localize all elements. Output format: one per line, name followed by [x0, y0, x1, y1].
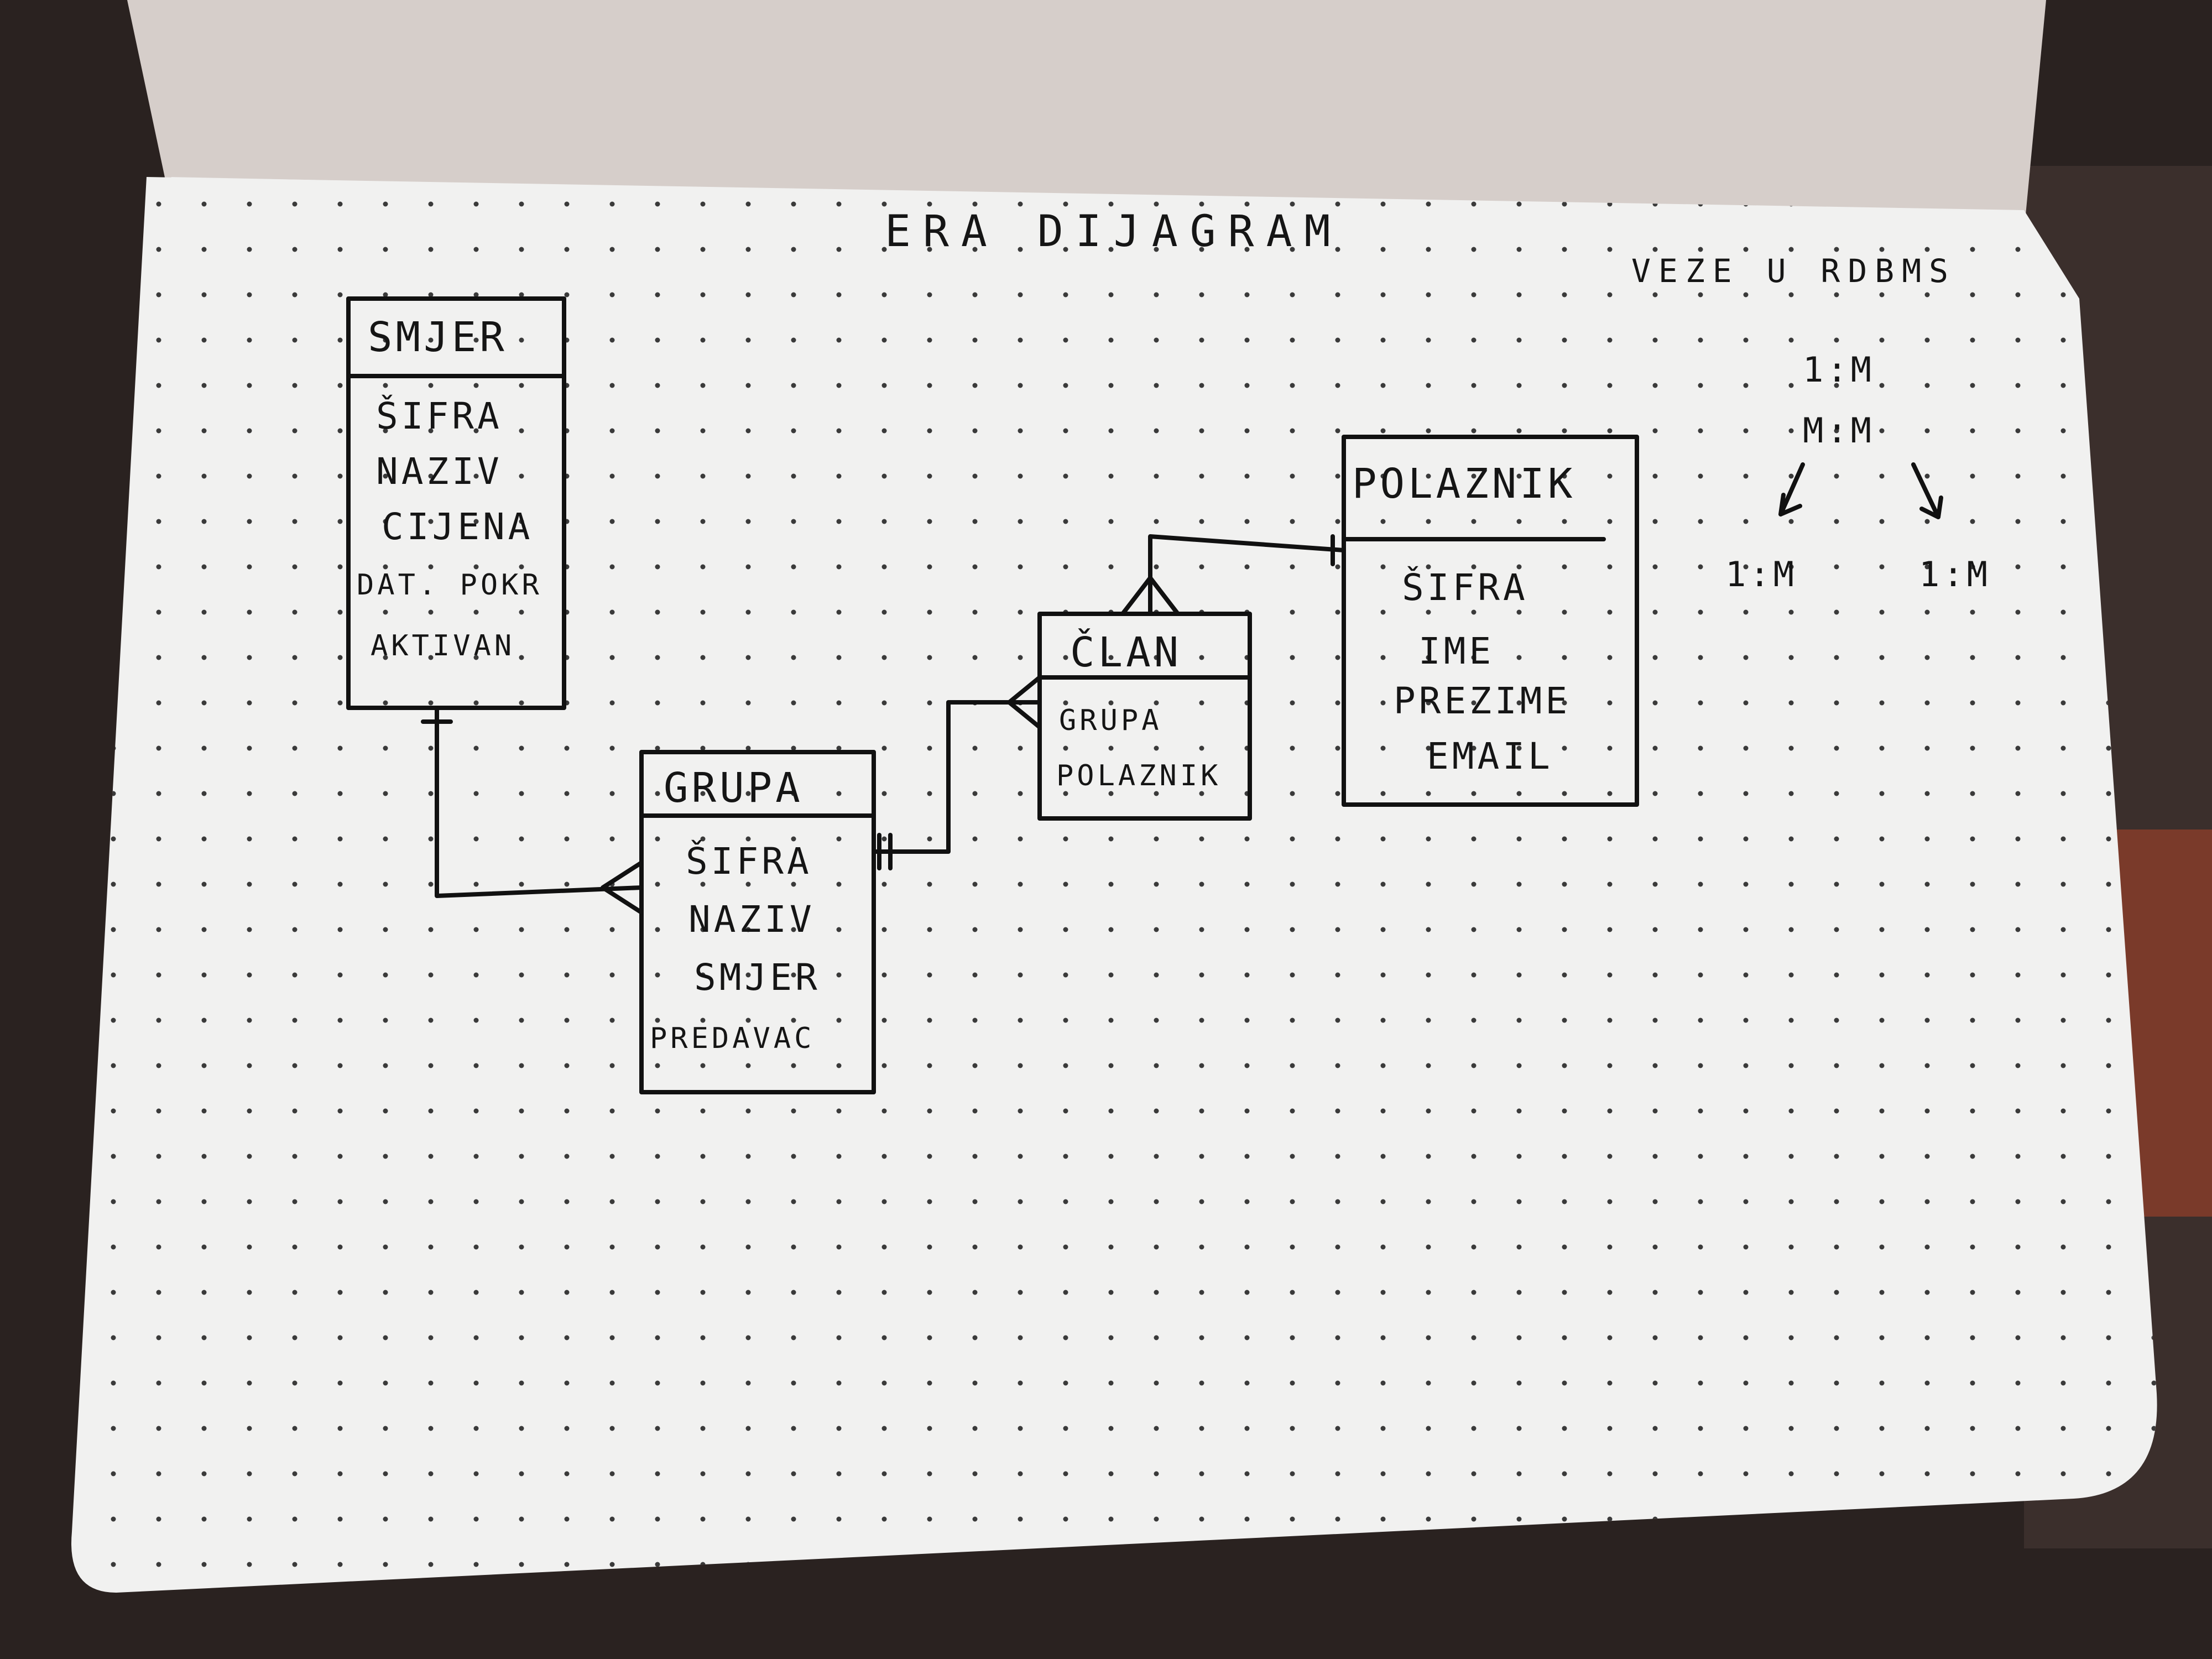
- attribute: ŠIFRA: [686, 839, 812, 883]
- attribute: SMJER: [694, 956, 821, 999]
- crows-foot-icon: [601, 860, 644, 915]
- entity-name: SMJER: [368, 314, 508, 361]
- entity-smjer: SMJER ŠIFRA NAZIV CIJENA DAT. POKR AKTIV…: [346, 296, 566, 710]
- relation-m-m: M:M: [1803, 410, 1875, 451]
- arrow-right-icon: [1911, 462, 1943, 519]
- attribute: NAZIV: [688, 898, 815, 941]
- entity-name: GRUPA: [664, 764, 804, 812]
- relation-polaznik-clan: [1120, 534, 1346, 616]
- attribute: ŠIFRA: [1402, 566, 1528, 609]
- side-note-heading: VEZE U RDBMS: [1631, 252, 1956, 290]
- attribute: AKTIVAN: [371, 629, 515, 662]
- crows-foot-icon: [1007, 675, 1042, 729]
- relation-grupa-clan: [872, 675, 1042, 870]
- arrow-left-icon: [1778, 462, 1805, 517]
- entity-grupa: GRUPA ŠIFRA NAZIV SMJER PREDAVAC: [639, 750, 876, 1094]
- entity-clan: ČLAN GRUPA POLAZNIK: [1037, 612, 1252, 821]
- entity-name: ČLAN: [1070, 628, 1182, 676]
- attribute: GRUPA: [1059, 704, 1162, 737]
- diagram-title: ERA DIJAGRAM: [885, 207, 1343, 257]
- attribute: DAT. POKR: [357, 568, 542, 602]
- attribute: PREDAVAC: [650, 1022, 815, 1055]
- entity-name: POLAZNIK: [1352, 460, 1575, 508]
- crows-foot-icon: [1120, 576, 1180, 616]
- split-left: 1:M: [1725, 554, 1797, 594]
- relation-smjer-grupa: [421, 706, 644, 915]
- notebook-top-page: [127, 0, 2046, 232]
- attribute: NAZIV: [376, 450, 503, 493]
- attribute: IME: [1418, 630, 1494, 672]
- attribute: CIJENA: [382, 505, 533, 548]
- attribute: PREZIME: [1394, 680, 1571, 722]
- entity-polaznik: POLAZNIK ŠIFRA IME PREZIME EMAIL: [1342, 435, 1639, 807]
- relation-1-m: 1:M: [1803, 349, 1875, 390]
- attribute: POLAZNIK: [1056, 759, 1221, 792]
- split-right: 1:M: [1919, 554, 1991, 594]
- attribute: ŠIFRA: [376, 394, 503, 437]
- attribute: EMAIL: [1427, 735, 1553, 778]
